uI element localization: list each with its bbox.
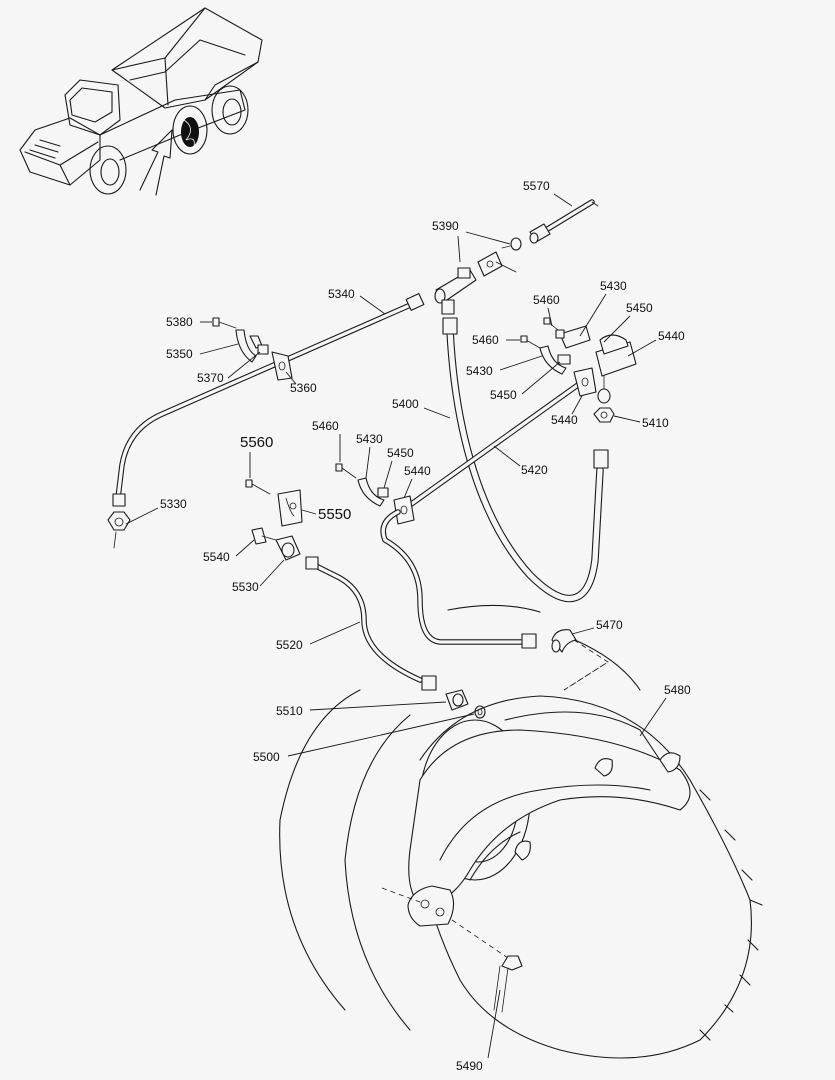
wheel-brake-assembly-5480: [279, 604, 763, 1059]
highlighted-brake-area: [181, 117, 199, 147]
label-5430-mid: 5430: [466, 364, 493, 378]
label-5480: 5480: [664, 683, 691, 697]
brake-line-5420: [407, 379, 585, 508]
label-5410: 5410: [642, 416, 669, 430]
bolt-5560: [245, 479, 271, 495]
label-5390: 5390: [432, 219, 459, 233]
label-5370: 5370: [197, 371, 224, 385]
label-5430-upper: 5430: [600, 279, 627, 293]
adapter-5530: [275, 535, 301, 561]
label-5470: 5470: [596, 618, 623, 632]
label-5520: 5520: [276, 638, 303, 652]
hose-5400: [442, 317, 609, 603]
plate-5550: [277, 489, 303, 527]
fitting-5510: [445, 689, 469, 711]
label-5450-upper: 5450: [626, 301, 653, 315]
label-5530: 5530: [232, 580, 259, 594]
nut-5370: [257, 344, 269, 355]
tee-fitting-5390: [434, 237, 522, 315]
fitting-5410: [593, 407, 615, 423]
fitting-5330: [107, 493, 131, 549]
label-5570: 5570: [523, 179, 550, 193]
label-5450-low: 5450: [387, 446, 414, 460]
label-5510: 5510: [276, 704, 303, 718]
junction-bracket-middle: [335, 463, 415, 525]
label-5440-low: 5440: [404, 464, 431, 478]
label-5490: 5490: [456, 1059, 483, 1073]
label-5400: 5400: [392, 397, 419, 411]
elbow-5470: [551, 629, 609, 691]
junction-block-upper: [520, 317, 637, 404]
bolt-5380: [212, 317, 237, 329]
label-5350: 5350: [166, 347, 193, 361]
bleeder-5540: [251, 527, 277, 545]
label-5460-low: 5460: [312, 419, 339, 433]
label-5420: 5420: [521, 463, 548, 477]
label-5450-mid: 5450: [490, 388, 517, 402]
label-5500: 5500: [253, 750, 280, 764]
brake-line-to-5470: [380, 509, 537, 649]
truck-location-thumbnail: [19, 7, 263, 196]
label-5380: 5380: [166, 315, 193, 329]
brake-line-5340: [107, 293, 425, 549]
label-5460-upper: 5460: [533, 293, 560, 307]
label-5360: 5360: [290, 381, 317, 395]
brake-line-5520: [305, 556, 437, 691]
label-5550: 5550: [318, 506, 351, 523]
label-5430-low: 5430: [356, 432, 383, 446]
label-5330: 5330: [160, 497, 187, 511]
label-5460-mid: 5460: [472, 333, 499, 347]
bolt-5490: [493, 955, 523, 1013]
label-5440-mid: 5440: [551, 413, 578, 427]
label-5440-upper: 5440: [658, 329, 685, 343]
label-5540: 5540: [203, 550, 230, 564]
washer-5500: [474, 705, 486, 719]
label-5560: 5560: [240, 434, 273, 451]
callouts: 5570 5390 5340 5380 5350 5370 5360 5330 …: [125, 179, 691, 1073]
brake-line-5570: [529, 199, 599, 244]
label-5340: 5340: [328, 287, 355, 301]
